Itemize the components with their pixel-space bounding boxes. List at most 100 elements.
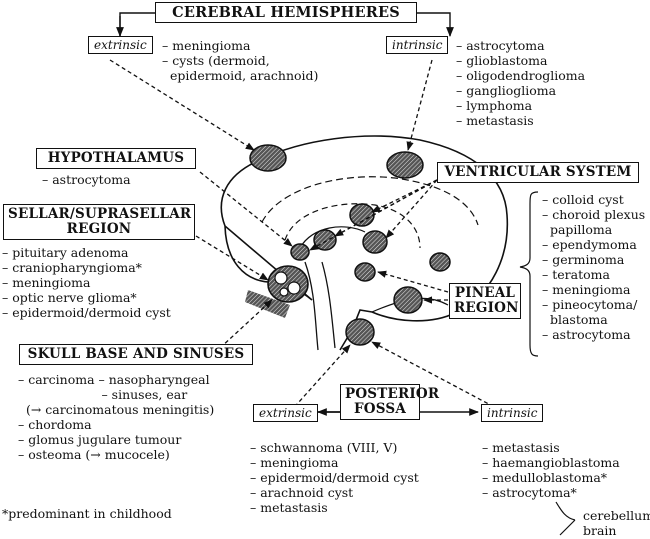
list-item: – ependymoma bbox=[542, 237, 637, 252]
list-item: – carcinoma – nasopharyngeal bbox=[18, 372, 210, 387]
posterior-extrinsic-label: extrinsic bbox=[259, 406, 312, 420]
list-item: – oligodendroglioma bbox=[456, 68, 586, 83]
list-item: – astrocytoma* bbox=[482, 485, 577, 500]
pineal-box: PINEAL REGION bbox=[449, 283, 521, 319]
list-item: – medulloblastoma* bbox=[482, 470, 608, 485]
tumour-cerebral-intrinsic bbox=[386, 151, 424, 179]
list-item: – craniopharyngioma* bbox=[2, 260, 142, 275]
list-item: – germinoma bbox=[542, 252, 625, 267]
ventricular-title: VENTRICULAR SYSTEM bbox=[444, 164, 632, 180]
list-item: – pituitary adenoma bbox=[2, 245, 129, 260]
posterior-intrinsic-label: intrinsic bbox=[487, 406, 538, 420]
tumour-sellar bbox=[267, 265, 309, 303]
list-item: – glioblastoma bbox=[456, 53, 548, 68]
tumour-ventricular-1 bbox=[349, 203, 375, 227]
posterior-title-line2: FOSSA bbox=[353, 401, 407, 417]
list-item: – astrocytoma bbox=[456, 38, 545, 53]
list-item: – teratoma bbox=[542, 267, 610, 282]
tumour-hypothalamus bbox=[290, 243, 310, 261]
cerebral-extrinsic-tag: extrinsic bbox=[88, 36, 153, 54]
cerebral-hemispheres-title: CEREBRAL HEMISPHERES bbox=[172, 4, 400, 21]
list-item: – pineocytoma/ bbox=[542, 297, 638, 312]
list-item: – metastasis bbox=[250, 500, 328, 515]
list-item: – metastasis bbox=[456, 113, 534, 128]
posterior-title-line1: POSTERIOR bbox=[345, 386, 440, 402]
list-item: – ganglioglioma bbox=[456, 83, 557, 98]
tumour-posterior-fossa bbox=[345, 318, 375, 346]
list-item: – meningioma bbox=[542, 282, 631, 297]
list-item: – epidermoid/dermoid cyst bbox=[250, 470, 419, 485]
hypothalamus-list: – astrocytoma bbox=[42, 172, 131, 187]
list-item: – lymphoma bbox=[456, 98, 533, 113]
list-item: – meningioma bbox=[2, 275, 91, 290]
posterior-extrinsic-tag: extrinsic bbox=[253, 404, 318, 422]
arrow-ventricular-1 bbox=[371, 179, 438, 213]
sellar-box: SELLAR/SUPRASELLAR REGION bbox=[3, 204, 195, 240]
list-item: – optic nerve glioma* bbox=[2, 290, 137, 305]
posterior-intrinsic-tag: intrinsic bbox=[481, 404, 544, 422]
cerebral-intrinsic-list: – astrocytoma – glioblastoma – oligodend… bbox=[456, 38, 585, 128]
list-item: – osteoma (→ mucocele) bbox=[18, 447, 170, 462]
list-item: – haemangioblastoma bbox=[482, 455, 620, 470]
list-item: blastoma bbox=[542, 312, 608, 327]
list-item: – meningioma bbox=[250, 455, 339, 470]
list-item: – arachnoid cyst bbox=[250, 485, 354, 500]
sellar-list: – pituitary adenoma – craniopharyngioma*… bbox=[2, 245, 171, 320]
ventricular-bracket bbox=[519, 191, 539, 357]
corpus-callosum bbox=[261, 176, 479, 226]
list-item: – astrocytoma bbox=[542, 327, 631, 342]
pineal-title-line1: PINEAL bbox=[454, 285, 516, 301]
ventricular-list: – colloid cyst – choroid plexus papillom… bbox=[542, 192, 645, 342]
cerebral-extrinsic-label: extrinsic bbox=[94, 38, 147, 52]
footnote: *predominant in childhood bbox=[2, 506, 172, 521]
list-item: – glomus jugulare tumour bbox=[18, 432, 182, 447]
list-item: (→ carcinomatous meningitis) bbox=[18, 402, 215, 417]
pineal-title-line2: REGION bbox=[454, 300, 519, 316]
list-item: – choroid plexus bbox=[542, 207, 646, 222]
list-item: – sinuses, ear bbox=[18, 387, 188, 402]
astro-site-cerebellum: cerebellum bbox=[583, 508, 650, 523]
arrow-posterior-extrinsic bbox=[289, 344, 351, 413]
hypothalamus-title: HYPOTHALAMUS bbox=[47, 150, 185, 166]
cerebral-intrinsic-label: intrinsic bbox=[392, 38, 443, 52]
skull-base-list: – carcinoma – nasopharyngeal – sinuses, … bbox=[18, 372, 214, 462]
arrow-sellar bbox=[195, 235, 269, 281]
cerebral-intrinsic-tag: intrinsic bbox=[386, 36, 449, 54]
list-item: – chordoma bbox=[18, 417, 92, 432]
arrow-posterior-intrinsic bbox=[371, 341, 501, 411]
list-item: – cysts (dermoid, bbox=[162, 53, 270, 68]
astro-site-brain-stem: brain stem bbox=[583, 523, 617, 539]
tumour-pineal-2 bbox=[393, 286, 423, 314]
tumour-cerebral-extrinsic bbox=[249, 144, 287, 172]
tumour-pineal-3 bbox=[429, 252, 451, 272]
arrow-skull bbox=[219, 299, 273, 349]
skull-base-title: SKULL BASE AND SINUSES bbox=[27, 346, 245, 362]
list-item: – colloid cyst bbox=[542, 192, 624, 207]
list-item: papilloma bbox=[542, 222, 613, 237]
ventricle-curve bbox=[284, 203, 421, 249]
hypothalamus-box: HYPOTHALAMUS bbox=[36, 148, 196, 169]
list-item: epidermoid, arachnoid) bbox=[162, 68, 319, 83]
list-item: – astrocytoma bbox=[42, 172, 131, 187]
ventricular-box: VENTRICULAR SYSTEM bbox=[437, 162, 639, 183]
skull-base-box: SKULL BASE AND SINUSES bbox=[19, 344, 253, 365]
inner-curve bbox=[299, 226, 366, 249]
tumour-ventricular-3 bbox=[362, 230, 388, 254]
astro-bracket bbox=[555, 501, 576, 536]
cerebral-extrinsic-list: – meningioma – cysts (dermoid, epidermoi… bbox=[162, 38, 318, 83]
list-item: – metastasis bbox=[482, 440, 560, 455]
arrow-cerebral-extrinsic bbox=[109, 59, 255, 151]
arrow-pineal-1 bbox=[377, 270, 449, 293]
posterior-intrinsic-list: – metastasis – haemangioblastoma – medul… bbox=[482, 440, 620, 500]
cerebral-hemispheres-box: CEREBRAL HEMISPHERES bbox=[155, 2, 417, 23]
posterior-extrinsic-list: – schwannoma (VIII, V) – meningioma – ep… bbox=[250, 440, 419, 515]
arrow-ventricular-3 bbox=[385, 179, 438, 239]
sellar-title-line2: REGION bbox=[66, 221, 132, 237]
tumour-pineal-1 bbox=[354, 262, 376, 282]
list-item: – epidermoid/dermoid cyst bbox=[2, 305, 171, 320]
list-item: – schwannoma (VIII, V) bbox=[250, 440, 398, 455]
sellar-title-line1: SELLAR/SUPRASELLAR bbox=[8, 206, 192, 222]
list-item: – meningioma bbox=[162, 38, 251, 53]
